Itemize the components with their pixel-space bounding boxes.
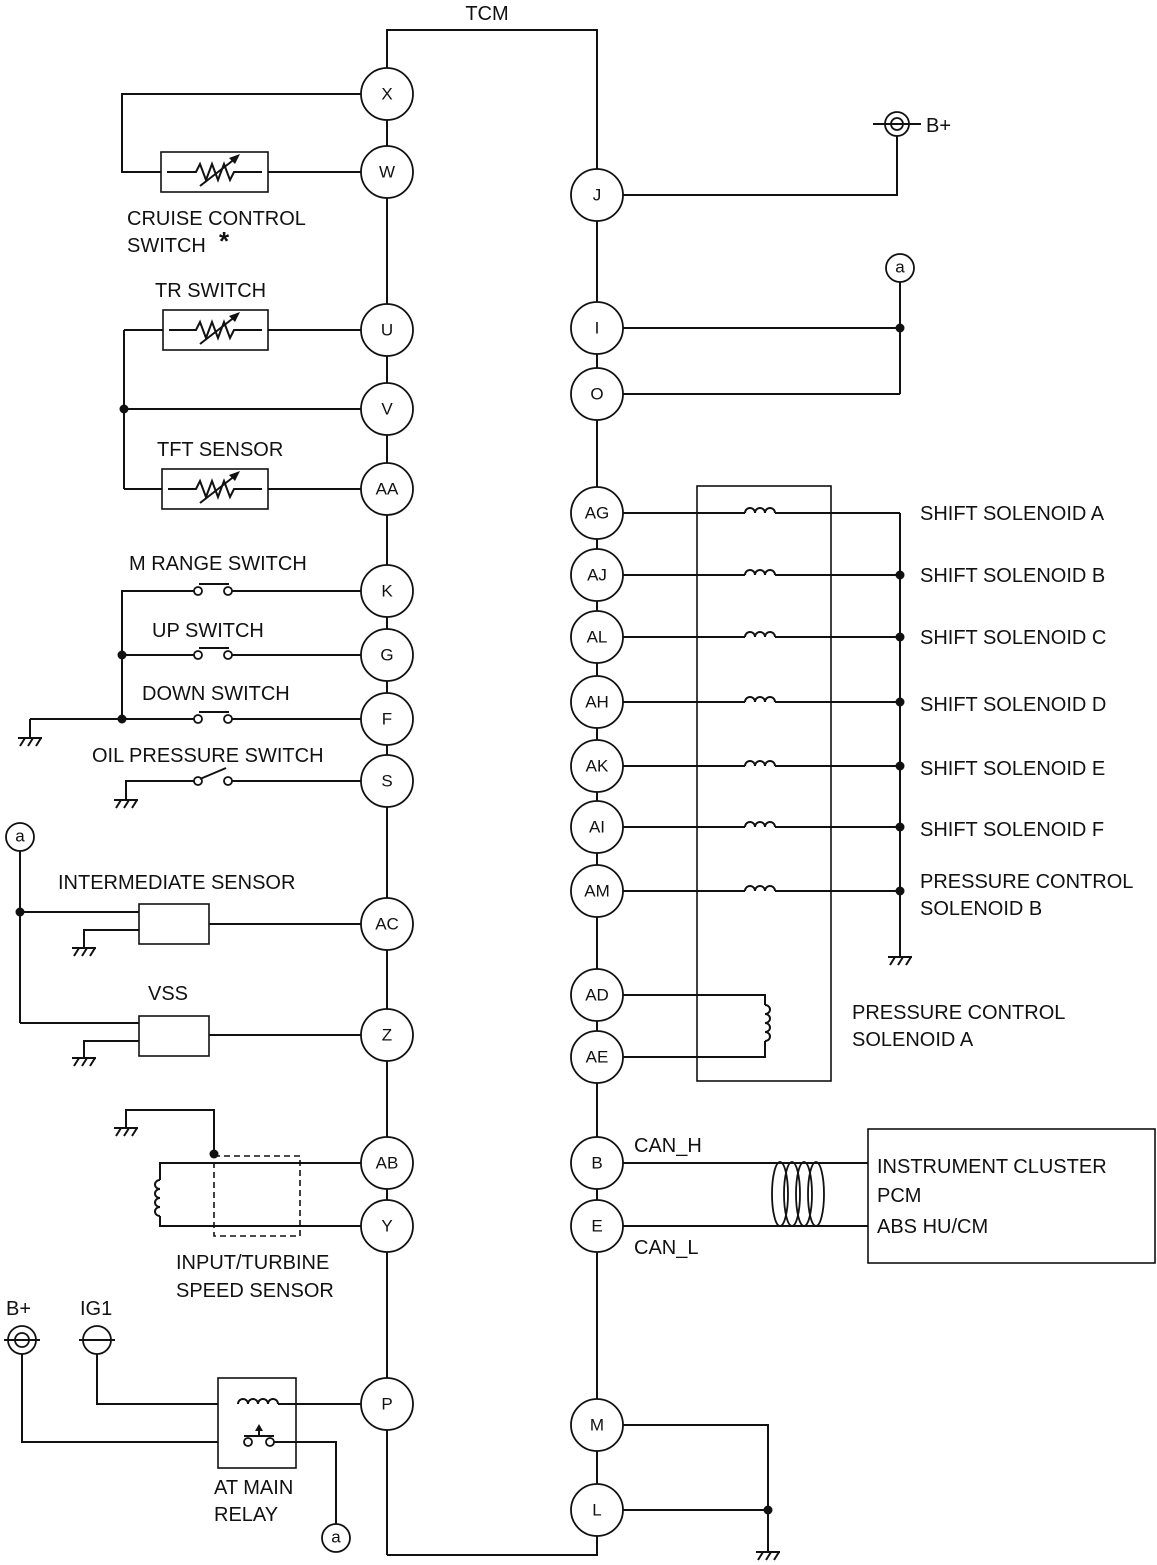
pin-z: Z <box>382 1026 392 1045</box>
v-common-wire <box>119 330 387 489</box>
shift-solenoid-d-label: SHIFT SOLENOID D <box>920 694 1106 716</box>
tft-sensor-label: TFT SENSOR <box>157 439 283 461</box>
shift-solenoid-c-label: SHIFT SOLENOID C <box>920 627 1106 649</box>
vss-sensor: VSS <box>20 983 387 1067</box>
pin-aj: AJ <box>587 566 607 585</box>
pin-y: Y <box>381 1217 392 1236</box>
at-main-relay: B+ IG1 a AT MAIN RELAY <box>4 1298 387 1553</box>
pin-j: J <box>593 186 602 205</box>
tcm-label: TCM <box>465 3 508 25</box>
pin-u: U <box>381 321 393 340</box>
left-pins: X W U V AA K G F S AC Z AB Y P <box>360 67 414 1431</box>
down-switch-label: DOWN SWITCH <box>142 683 290 705</box>
pin-ae: AE <box>586 1048 609 1067</box>
up-switch-label: UP SWITCH <box>152 620 264 642</box>
shift-solenoid-b-label: SHIFT SOLENOID B <box>920 565 1105 587</box>
pin-p: P <box>381 1395 392 1414</box>
pin-v: V <box>381 400 393 419</box>
tcm-ground <box>597 1424 780 1561</box>
pin-ah: AH <box>585 693 609 712</box>
ref-a-supply: a <box>597 253 915 395</box>
pin-k: K <box>381 582 393 601</box>
tr-switch: TR SWITCH <box>124 280 387 351</box>
pcs-a-label-2: SOLENOID A <box>852 1029 974 1051</box>
m-range-switch-label: M RANGE SWITCH <box>129 553 307 575</box>
pin-ac: AC <box>375 915 399 934</box>
tr-switch-label: TR SWITCH <box>155 280 266 302</box>
pin-ag: AG <box>585 504 610 523</box>
ig1-label: IG1 <box>80 1298 112 1320</box>
at-main-relay-label-2: RELAY <box>214 1504 278 1526</box>
intermediate-sensor-label: INTERMEDIATE SENSOR <box>58 872 295 894</box>
ref-a-left: a <box>15 827 25 846</box>
pcs-a-label-1: PRESSURE CONTROL <box>852 1002 1065 1024</box>
tcm-outline: TCM <box>386 3 598 1556</box>
pin-b: B <box>591 1154 602 1173</box>
shift-solenoid-f-label: SHIFT SOLENOID F <box>920 819 1104 841</box>
oil-pressure-switch-label: OIL PRESSURE SWITCH <box>92 745 324 767</box>
pin-g: G <box>380 646 393 665</box>
pin-w: W <box>379 163 395 182</box>
input-turbine-label-1: INPUT/TURBINE <box>176 1252 329 1274</box>
bplus-right-label: B+ <box>926 115 951 137</box>
pin-l: L <box>592 1501 601 1520</box>
pcs-b-label-2: SOLENOID B <box>920 898 1042 920</box>
pin-s: S <box>381 772 392 791</box>
pin-f: F <box>382 710 392 729</box>
intermediate-sensor: a INTERMEDIATE SENSOR <box>5 822 387 1023</box>
pcs-b-label-1: PRESSURE CONTROL <box>920 871 1133 893</box>
right-pins: J I O AG AJ AL AH AK AI AM AD AE B E M L <box>570 168 624 1537</box>
at-main-relay-label-1: AT MAIN <box>214 1477 293 1499</box>
shift-solenoid-a-label: SHIFT SOLENOID A <box>920 503 1105 525</box>
pin-ai: AI <box>589 818 605 837</box>
pin-m: M <box>590 1416 604 1435</box>
pin-am: AM <box>584 882 610 901</box>
ref-a-right: a <box>895 258 905 277</box>
pin-i: I <box>595 319 600 338</box>
pin-e: E <box>591 1217 602 1236</box>
solenoid-pack <box>597 485 912 1082</box>
input-turbine-speed-sensor: INPUT/TURBINE SPEED SENSOR <box>114 1109 387 1302</box>
can-h-label: CAN_H <box>634 1135 702 1157</box>
pin-ad: AD <box>585 986 609 1005</box>
ref-a-bottom: a <box>331 1528 341 1547</box>
solenoid-labels: SHIFT SOLENOID A SHIFT SOLENOID B SHIFT … <box>852 503 1133 1051</box>
vss-label: VSS <box>148 983 188 1005</box>
tft-sensor: TFT SENSOR <box>124 439 387 510</box>
input-turbine-label-2: SPEED SENSOR <box>176 1280 334 1302</box>
shift-solenoid-e-label: SHIFT SOLENOID E <box>920 758 1105 780</box>
pin-x: X <box>381 85 392 104</box>
pcm-label: PCM <box>877 1185 921 1207</box>
cruise-label-1: CRUISE CONTROL <box>127 208 306 230</box>
can-bus: CAN_H CAN_L INSTRUMENT CLUSTER PCM ABS H… <box>597 1128 1156 1264</box>
abs-label: ABS HU/CM <box>877 1216 988 1238</box>
instrument-cluster-label: INSTRUMENT CLUSTER <box>877 1156 1107 1178</box>
can-l-label: CAN_L <box>634 1237 698 1259</box>
cruise-control-switch: CRUISE CONTROL SWITCH * <box>121 93 387 257</box>
pin-al: AL <box>587 628 608 647</box>
cruise-note: * <box>219 226 230 256</box>
pin-aa: AA <box>376 480 399 499</box>
pin-ak: AK <box>586 757 609 776</box>
pin-o: O <box>590 385 603 404</box>
bplus-left-label: B+ <box>6 1298 31 1320</box>
pin-ab: AB <box>376 1154 399 1173</box>
range-switches: M RANGE SWITCH UP SWITCH DOWN SWITCH <box>18 553 387 747</box>
battery-supply: B+ <box>597 111 951 196</box>
cruise-label-2: SWITCH <box>127 235 206 257</box>
oil-pressure-switch: OIL PRESSURE SWITCH <box>92 745 387 809</box>
